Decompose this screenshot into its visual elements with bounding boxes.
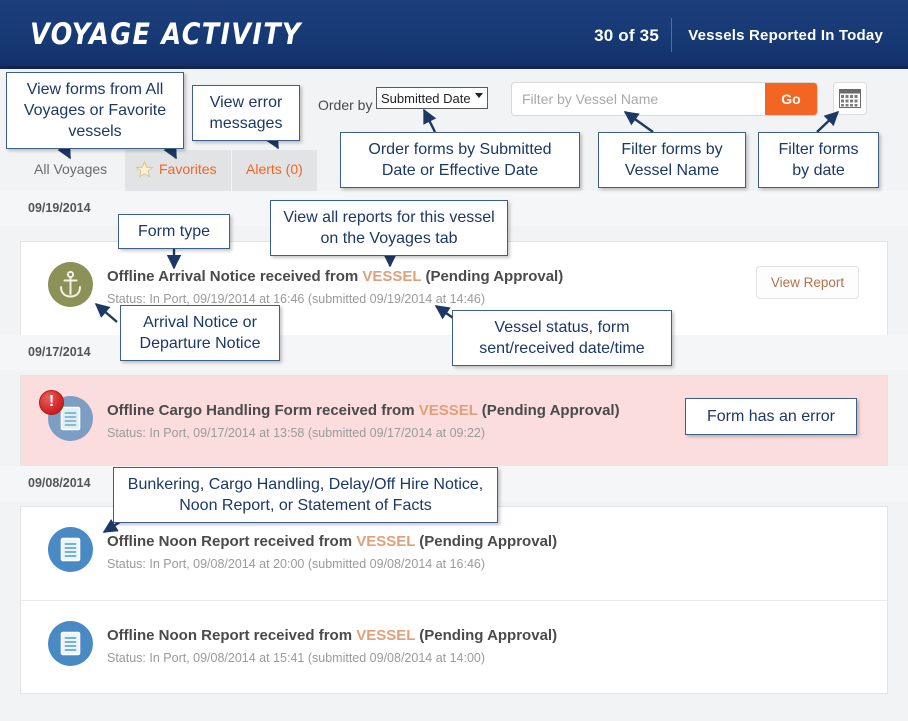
go-button[interactable]: Go <box>765 83 817 115</box>
row-title-prefix: Offline Cargo Handling Form received fro… <box>107 402 419 419</box>
row-vessel-name: VESSEL <box>418 402 478 419</box>
row-title-prefix: Offline Arrival Notice received from <box>107 268 363 285</box>
callout-form-error: Form has an error <box>685 398 857 435</box>
row-title: Offline Cargo Handling Form received fro… <box>107 402 620 419</box>
error-badge-icon: ! <box>39 390 64 415</box>
header-divider <box>671 18 672 52</box>
row-status: Status: In Port, 09/19/2014 at 16:46 (su… <box>107 292 486 306</box>
row-title: Offline Arrival Notice received from VES… <box>107 268 563 285</box>
document-icon <box>60 406 81 431</box>
order-by-value: Submitted Date <box>381 91 471 106</box>
chevron-down-icon <box>475 93 483 98</box>
vessel-filter-input[interactable] <box>512 83 767 115</box>
row-title-suffix: (Pending Approval) <box>477 402 620 419</box>
row-vessel-name: VESSEL <box>356 627 416 644</box>
error-badge-glyph: ! <box>48 393 55 410</box>
tab-alerts[interactable]: Alerts (0) <box>232 150 317 191</box>
callout-date-filter: Filter forms by date <box>758 132 879 188</box>
callout-form-kinds: Bunkering, Cargo Handling, Delay/Off Hir… <box>113 467 498 523</box>
vessel-count-label: Vessels Reported In Today <box>688 27 883 44</box>
row-title-suffix: (Pending Approval) <box>415 533 558 550</box>
row-title-prefix: Offline Noon Report received from <box>107 533 357 550</box>
date-group-label: 09/19/2014 <box>28 201 91 215</box>
row-icon: ! <box>39 390 93 441</box>
date-group-label: 09/17/2014 <box>28 345 91 359</box>
callout-alerts: View error messages <box>192 85 300 141</box>
callout-tabs: View forms from All Voyages or Favorite … <box>6 72 184 149</box>
row-status: Status: In Port, 09/08/2014 at 20:00 (su… <box>107 557 486 571</box>
date-group-label: 09/08/2014 <box>28 476 91 490</box>
row-vessel-name: VESSEL <box>356 533 416 550</box>
document-icon <box>60 631 81 656</box>
tab-alerts-label: Alerts (0) <box>246 161 303 177</box>
callout-order-by: Order forms by Submitted Date or Effecti… <box>340 132 580 188</box>
tab-bar: All Voyages Favorites Alerts (0) <box>0 131 908 191</box>
row-title-suffix: (Pending Approval) <box>421 268 564 285</box>
callout-notice-type: Arrival Notice or Departure Notice <box>120 305 280 361</box>
row-status: Status: In Port, 09/17/2014 at 13:58 (su… <box>107 426 486 440</box>
callout-vessel-status: Vessel status, form sent/received date/t… <box>452 310 672 366</box>
document-icon <box>60 537 81 562</box>
date-filter-button[interactable] <box>833 82 867 115</box>
tab-all-voyages-label: All Voyages <box>34 161 108 177</box>
vessel-count: 30 of 35 <box>594 26 659 45</box>
callout-vessel-filter: Filter forms by Vessel Name <box>598 132 746 188</box>
row-title: Offline Noon Report received from VESSEL… <box>107 627 557 644</box>
row-icon <box>48 262 93 307</box>
page-title: VOYAGE ACTIVITY <box>30 17 302 51</box>
activity-row[interactable]: Offline Noon Report received from VESSEL… <box>21 600 887 693</box>
callout-form-type: Form type <box>118 214 230 249</box>
row-status: Status: In Port, 09/08/2014 at 15:41 (su… <box>107 651 486 665</box>
row-icon <box>48 621 93 666</box>
star-icon <box>136 161 153 178</box>
order-by-label: Order by <box>318 97 373 113</box>
tab-all-voyages[interactable]: All Voyages <box>20 150 121 191</box>
row-vessel-name: VESSEL <box>362 268 422 285</box>
tab-favorites-label: Favorites <box>159 161 217 177</box>
row-title-prefix: Offline Noon Report received from <box>107 627 357 644</box>
vessel-filter-group: Go <box>511 82 818 116</box>
row-icon <box>48 527 93 572</box>
calendar-icon <box>839 89 861 108</box>
page-header: VOYAGE ACTIVITY 30 of 35 Vessels Reporte… <box>0 0 908 69</box>
row-title: Offline Noon Report received from VESSEL… <box>107 533 557 550</box>
view-report-button[interactable]: View Report <box>756 266 859 299</box>
order-by-select[interactable]: Submitted Date <box>376 87 488 109</box>
row-title-suffix: (Pending Approval) <box>415 627 558 644</box>
callout-view-reports: View all reports for this vessel on the … <box>270 200 508 256</box>
anchor-icon <box>60 270 81 298</box>
tab-favorites[interactable]: Favorites <box>125 150 231 191</box>
